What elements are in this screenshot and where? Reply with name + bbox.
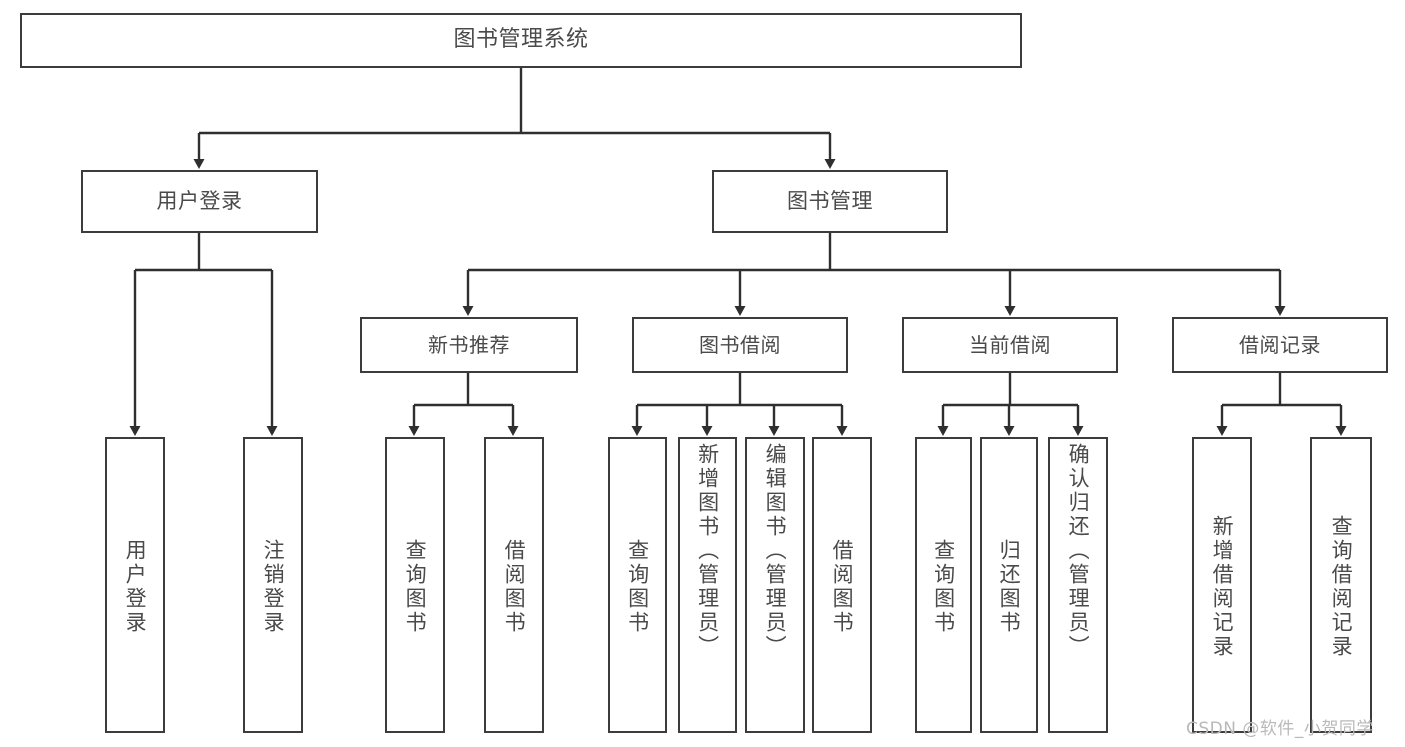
leaf-confirm-return-admin[interactable]: 确认归还（管理员） [1048, 437, 1108, 733]
leaf-user-login[interactable]: 用户登录 [105, 437, 165, 733]
node-label: 归还图书 [997, 539, 1022, 635]
node-label: 查询图书 [625, 539, 650, 635]
leaf-logout[interactable]: 注销登录 [243, 437, 303, 733]
node-label: 借阅图书 [502, 539, 527, 635]
leaf-add-borrow-record[interactable]: 新增借阅记录 [1192, 437, 1252, 733]
node-borrow-record[interactable]: 借阅记录 [1172, 317, 1388, 373]
node-label: 用户登录 [156, 188, 243, 213]
leaf-add-book-admin[interactable]: 新增图书（管理员） [678, 437, 737, 733]
node-new-book-recommend[interactable]: 新书推荐 [360, 317, 578, 373]
node-label: 查询图书 [403, 539, 428, 635]
node-label: 新增借阅记录 [1210, 515, 1235, 659]
leaf-edit-book-admin[interactable]: 编辑图书（管理员） [745, 437, 805, 733]
node-label: 查询借阅记录 [1329, 515, 1354, 659]
node-label: 注销登录 [261, 539, 286, 635]
leaf-query-book-borrow[interactable]: 查询图书 [608, 437, 667, 733]
node-label: 新书推荐 [428, 333, 510, 357]
leaf-query-book-new[interactable]: 查询图书 [385, 437, 445, 733]
leaf-query-borrow-record[interactable]: 查询借阅记录 [1310, 437, 1372, 733]
leaf-query-book-current[interactable]: 查询图书 [915, 437, 972, 733]
node-label: 图书管理系统 [453, 27, 589, 53]
leaf-return-book[interactable]: 归还图书 [980, 437, 1038, 733]
node-label: 图书借阅 [699, 333, 781, 357]
node-label: 查询图书 [931, 539, 956, 635]
node-book-borrow[interactable]: 图书借阅 [632, 317, 848, 373]
node-root-system[interactable]: 图书管理系统 [20, 13, 1022, 68]
node-label: 用户登录 [123, 539, 148, 635]
node-label: 编辑图书（管理员） [763, 443, 788, 659]
leaf-borrow-book-new[interactable]: 借阅图书 [484, 437, 544, 733]
node-book-management[interactable]: 图书管理 [712, 170, 948, 233]
node-label: 确认归还（管理员） [1066, 443, 1091, 659]
node-label: 新增图书（管理员） [695, 443, 720, 659]
node-label: 当前借阅 [969, 333, 1051, 357]
csdn-watermark: CSDN @软件_小贺同学 [1186, 719, 1374, 739]
leaf-borrow-book[interactable]: 借阅图书 [812, 437, 872, 733]
node-label: 借阅图书 [830, 539, 855, 635]
node-label: 图书管理 [787, 188, 873, 213]
node-user-login[interactable]: 用户登录 [81, 170, 318, 233]
node-current-borrow[interactable]: 当前借阅 [902, 317, 1118, 373]
node-label: 借阅记录 [1239, 333, 1321, 357]
